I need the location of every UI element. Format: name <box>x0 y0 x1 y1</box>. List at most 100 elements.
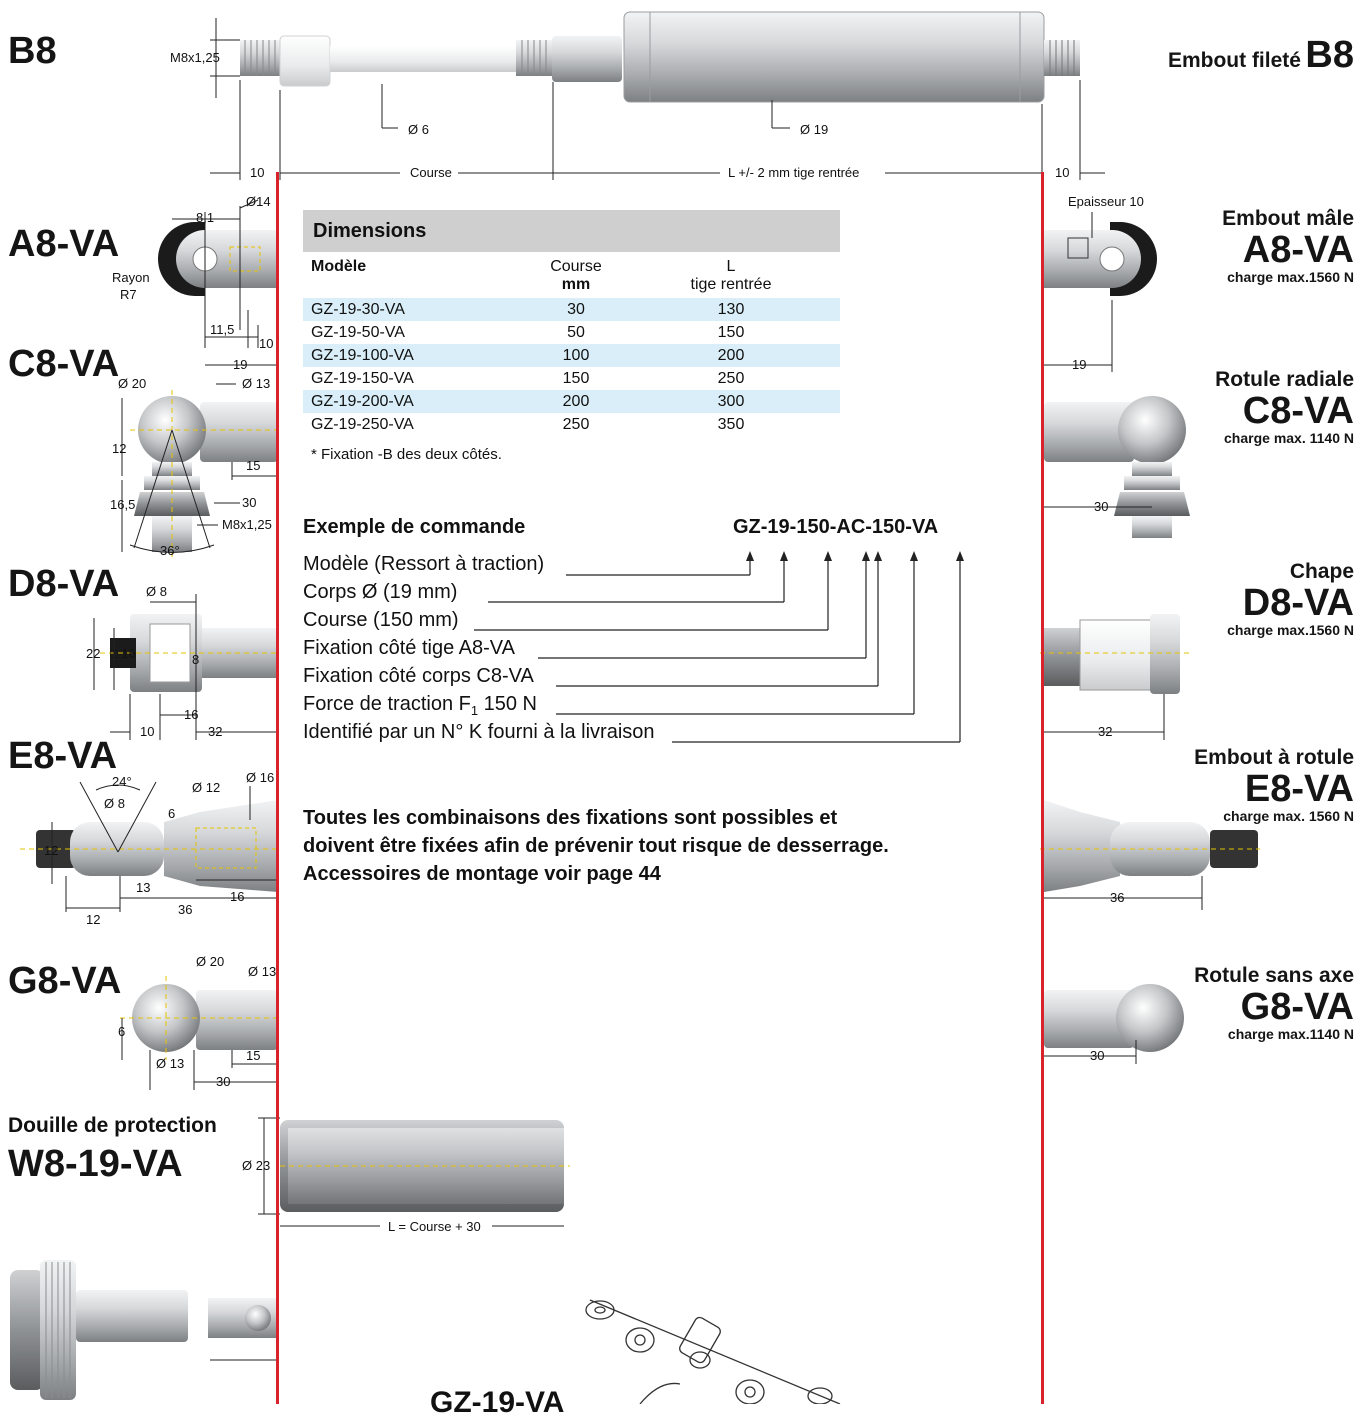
d8-right-charge: charge max.1560 N <box>1227 622 1354 638</box>
e8-d12: Ø 12 <box>192 780 221 795</box>
protection-sleeve-image <box>280 1120 570 1212</box>
top-l-label: L +/- 2 mm tige rentrée <box>728 165 860 180</box>
a8-right-block: Embout mâle A8-VA charge max.1560 N <box>1222 207 1354 285</box>
table-row: GZ-19-50-VA 50 150 <box>303 321 840 344</box>
e8-h12: 12 <box>44 843 59 858</box>
e8-d16: Ø 16 <box>246 770 275 785</box>
e8-left-image <box>20 800 278 892</box>
c8-d30: 30 <box>242 495 257 510</box>
g8-r30: 30 <box>1090 1048 1105 1063</box>
d8-d10: 10 <box>140 724 155 739</box>
row-l: 300 <box>717 393 745 410</box>
a8-epaisseur: Epaisseur 10 <box>1068 194 1144 209</box>
top-thread: M8x1,25 <box>170 50 220 65</box>
code-a8: A8-VA <box>8 223 120 265</box>
c8-right-code: C8-VA <box>1242 390 1354 432</box>
d8-r32: 32 <box>1098 724 1113 739</box>
b8-right-code: B8 <box>1305 34 1354 76</box>
protection-title: Douille de protection <box>8 1114 217 1137</box>
c8-r30: 30 <box>1094 499 1109 514</box>
order-leader-lines <box>474 553 961 743</box>
d8-right-code: D8-VA <box>1242 582 1354 624</box>
row-course: 200 <box>562 393 590 410</box>
c8-d12: 12 <box>112 441 127 456</box>
g8-right-block: Rotule sans axe G8-VA charge max.1140 N <box>1194 964 1354 1042</box>
d8-right-block: Chape D8-VA charge max.1560 N <box>1227 560 1354 638</box>
row-l: 130 <box>717 301 745 318</box>
c8-left-image <box>130 390 278 560</box>
table-row: GZ-19-150-VA 150 250 <box>303 367 840 390</box>
order-line-rod-fixing: Fixation côté tige A8-VA <box>303 637 515 659</box>
table-header-row-2: mm tige rentrée <box>303 276 840 294</box>
top-ten-left: 10 <box>250 165 265 180</box>
row-course: 100 <box>562 347 590 364</box>
top-rod-dia: Ø 6 <box>408 122 429 137</box>
table-row: GZ-19-250-VA 250 350 <box>303 413 840 436</box>
order-line-force: Force de traction F1 150 N <box>303 693 537 718</box>
row-course: 250 <box>562 416 590 433</box>
row-course: 50 <box>567 324 585 341</box>
order-title: Exemple de commande <box>303 516 526 538</box>
row-l: 200 <box>717 347 745 364</box>
left-red-line <box>276 172 279 1404</box>
row-course: 30 <box>567 301 585 318</box>
e8-d13: 13 <box>136 880 151 895</box>
combination-note-line1: Toutes les combinaisons des fixations so… <box>303 807 838 829</box>
a8-d115: 11,5 <box>210 322 235 337</box>
g8-right-charge: charge max.1140 N <box>1227 1026 1354 1042</box>
order-line-model: Modèle (Ressort à traction) <box>303 553 545 575</box>
header-course: Course <box>550 258 602 275</box>
g8-d20: Ø 20 <box>196 954 225 969</box>
g8-right-image <box>1044 984 1184 1052</box>
g8-left-image <box>120 976 278 1060</box>
a8-r7: R7 <box>120 287 137 302</box>
a8-rayon: Rayon <box>112 270 150 285</box>
table-note: * Fixation -B des deux côtés. <box>311 446 502 463</box>
top-body-dia: Ø 19 <box>800 122 829 137</box>
top-ten-right: 10 <box>1055 165 1070 180</box>
d8-c8: 8 <box>192 652 200 667</box>
protection-length: L = Course + 30 <box>388 1219 481 1234</box>
e8-l12: 12 <box>86 912 101 927</box>
a8-right-charge: charge max.1560 N <box>1227 269 1354 285</box>
code-d8: D8-VA <box>8 563 120 605</box>
a8-d81: 8,1 <box>196 210 215 225</box>
e8-right-title: Embout à rotule <box>1194 746 1354 769</box>
a8-d10: 10 <box>259 336 274 351</box>
d8-d32: 32 <box>208 724 223 739</box>
row-model: GZ-19-250-VA <box>311 416 414 433</box>
combination-note: Toutes les combinaisons des fixations so… <box>303 804 983 888</box>
exploded-view-image <box>585 1299 841 1404</box>
row-model: GZ-19-100-VA <box>311 347 414 364</box>
d8-sq16: □ 16 <box>110 646 136 661</box>
g8-right-title: Rotule sans axe <box>1194 964 1354 987</box>
c8-d165: 16,5 <box>110 497 136 512</box>
g8-h6: 6 <box>118 1024 126 1039</box>
row-l: 150 <box>717 324 745 341</box>
order-line-course: Course (150 mm) <box>303 609 459 631</box>
table-row: GZ-19-200-VA 200 300 <box>303 390 840 413</box>
c8-right-charge: charge max. 1140 N <box>1224 430 1354 446</box>
row-model: GZ-19-30-VA <box>311 301 405 318</box>
e8-right-charge: charge max. 1560 N <box>1223 808 1354 824</box>
row-model: GZ-19-200-VA <box>311 393 414 410</box>
d8-right-image <box>1040 614 1190 694</box>
order-line-body-fixing: Fixation côté corps C8-VA <box>303 665 534 687</box>
force-subscript: 1 <box>470 703 479 718</box>
b8-right-title: Embout fileté <box>1167 49 1301 72</box>
e8-a24: 24° <box>112 774 132 789</box>
g8-right-code: G8-VA <box>1240 986 1354 1028</box>
code-c8: C8-VA <box>8 343 120 385</box>
code-b8: B8 <box>8 30 57 72</box>
d8-d8: Ø 8 <box>146 584 167 599</box>
row-course: 150 <box>562 370 590 387</box>
d8-right-title: Chape <box>1289 560 1354 583</box>
c8-right-block: Rotule radiale C8-VA charge max. 1140 N <box>1215 368 1354 446</box>
header-blank <box>303 276 521 294</box>
g8-d30: 30 <box>216 1074 231 1089</box>
c8-d20: Ø 20 <box>118 376 147 391</box>
order-line-body: Corps Ø (19 mm) <box>303 581 458 603</box>
b8-right-label: Embout fileté B8 <box>1168 36 1354 74</box>
c8-d15: 15 <box>246 458 261 473</box>
